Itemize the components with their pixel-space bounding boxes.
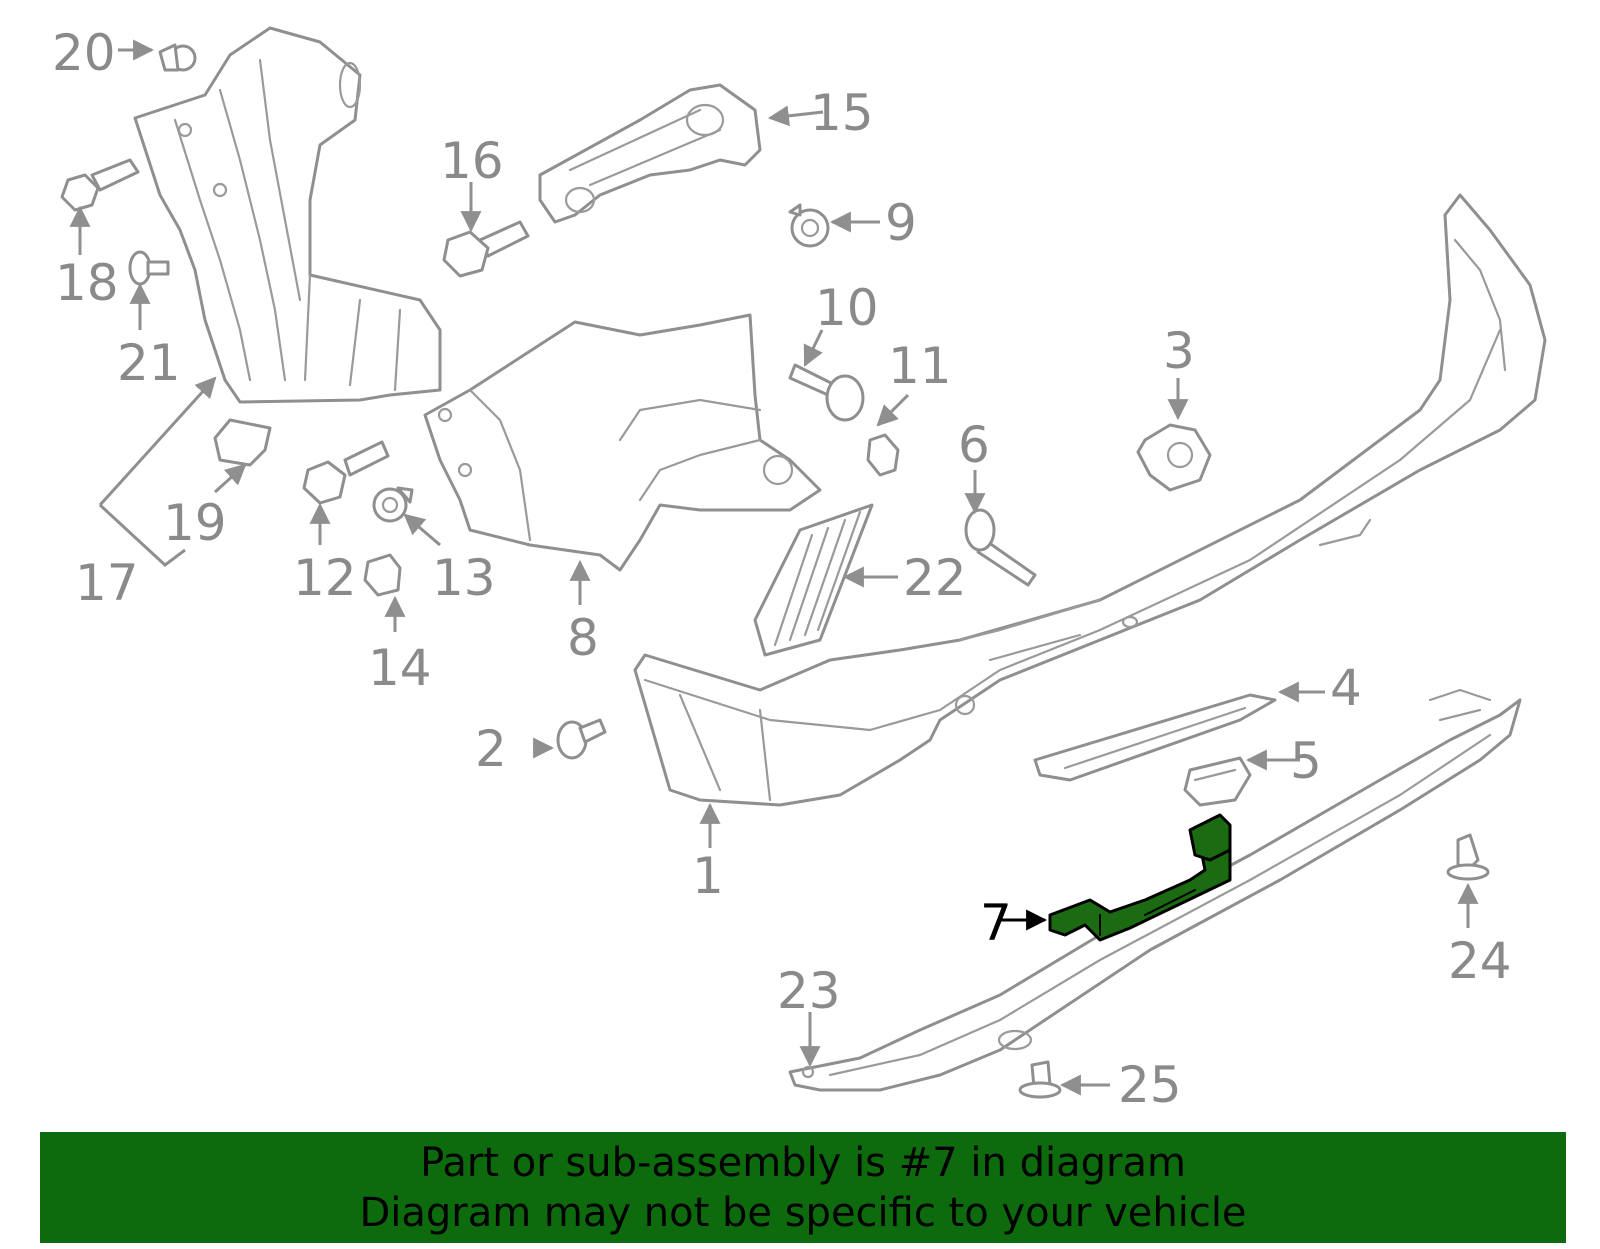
leader-lines [69, 39, 1479, 1096]
part-7-highlighted-bracket [1048, 813, 1232, 942]
callout-20: 20 [52, 24, 116, 82]
part-16-bolt [442, 220, 530, 278]
part-19-block [213, 418, 272, 467]
callout-12: 12 [293, 549, 357, 607]
callout-8: 8 [567, 609, 599, 667]
banner-line-2: Diagram may not be specific to your vehi… [359, 1190, 1247, 1236]
callout-14: 14 [368, 639, 432, 697]
part-12-bolt [302, 440, 390, 505]
part-6-screw [964, 508, 1037, 587]
part-10-screw [788, 363, 865, 422]
info-banner: Part or sub-assembly is #7 in diagram Di… [40, 1132, 1566, 1243]
part-1-bumper-cover [633, 193, 1547, 807]
part-8-bracket [423, 313, 822, 572]
part-25-clip [1018, 1060, 1062, 1099]
part-3-bracket [1136, 423, 1212, 492]
callout-10: 10 [815, 279, 879, 337]
callout-2: 2 [475, 720, 507, 778]
part-5-bracket [1183, 756, 1252, 807]
part-9-clip [788, 203, 830, 248]
part-17-bracket [133, 26, 442, 404]
part-21-pin [128, 250, 170, 286]
callout-5: 5 [1290, 732, 1322, 790]
part-23-valance [788, 688, 1522, 1092]
callout-24: 24 [1448, 932, 1512, 990]
callout-11: 11 [888, 337, 952, 395]
callout-25: 25 [1118, 1056, 1182, 1114]
callout-15: 15 [810, 84, 874, 142]
part-14-clip [363, 553, 402, 597]
callout-13: 13 [432, 549, 496, 607]
callout-4: 4 [1330, 659, 1362, 717]
part-11-clip [866, 433, 900, 477]
callout-1: 1 [692, 847, 724, 905]
part-15-bracket [538, 83, 762, 224]
callout-22: 22 [903, 549, 967, 607]
callout-7: 7 [980, 894, 1012, 952]
callout-18: 18 [55, 254, 119, 312]
part-18-bolt [60, 158, 140, 212]
callout-16: 16 [440, 132, 504, 190]
part-4-strip [1033, 693, 1277, 782]
part-24-clip [1446, 833, 1490, 881]
callout-9: 9 [885, 194, 917, 252]
callout-labels: 1 2 3 4 5 6 7 8 9 10 11 12 13 14 15 16 1… [52, 24, 1512, 1114]
part-20-clip [158, 43, 197, 72]
callout-3: 3 [1163, 322, 1195, 380]
callout-17: 17 [75, 554, 139, 612]
callout-19: 19 [163, 494, 227, 552]
part-13-nut [372, 486, 414, 523]
part-2-fastener [556, 718, 607, 760]
part-22-reflector [753, 503, 874, 657]
callout-23: 23 [777, 962, 841, 1020]
callout-6: 6 [958, 416, 990, 474]
callout-21: 21 [117, 334, 181, 392]
fasteners [60, 43, 1490, 1099]
banner-line-1: Part or sub-assembly is #7 in diagram [420, 1140, 1186, 1186]
